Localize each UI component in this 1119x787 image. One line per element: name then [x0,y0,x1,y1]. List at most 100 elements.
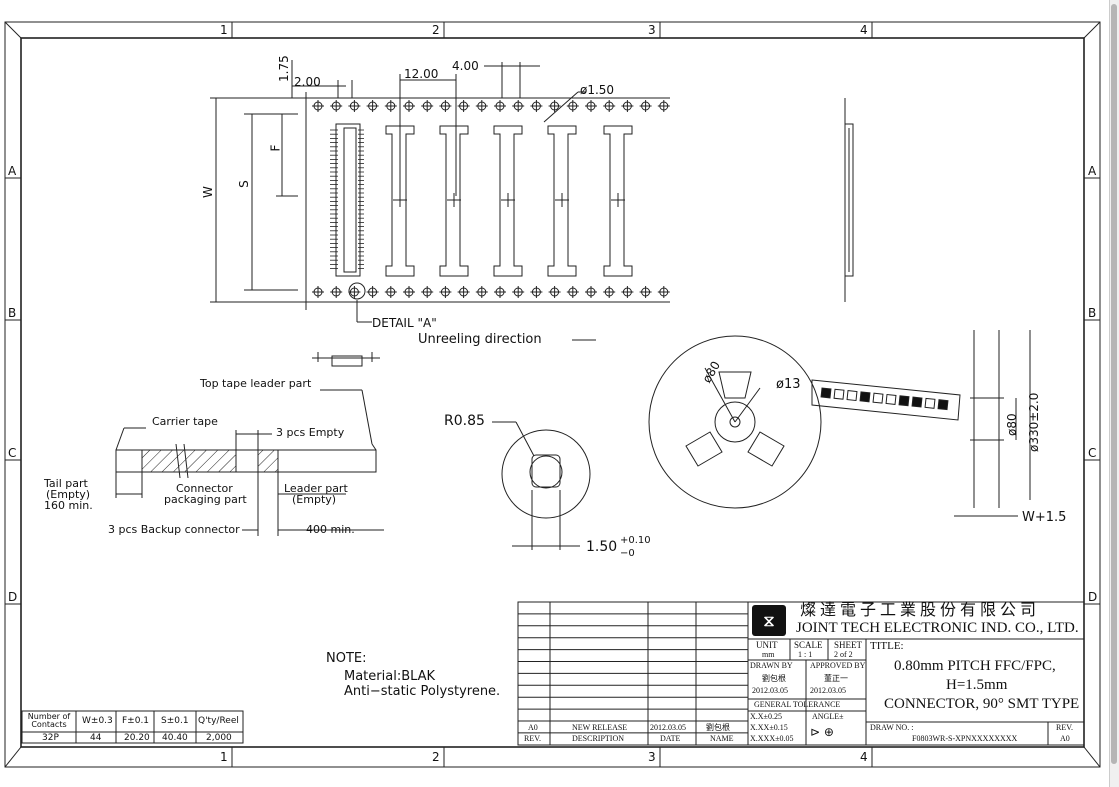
dim-4-00: 4.00 [452,59,479,73]
top-tape-leader-label: Top tape leader part [200,377,312,390]
reel-side-view [954,330,1031,517]
sprocket-holes-top [312,100,670,112]
dim-side-330: ø330±2.0 [1027,392,1041,452]
general-tolerance-label: GENERAL TOLERANCE [754,700,841,709]
connector-pins [330,129,364,270]
spec-cell-qty: 2,000 [206,733,232,743]
dim-f: F [268,144,283,152]
component-pockets [385,125,633,277]
spec-cell-f: 20.20 [124,733,150,743]
tolerance-1: X.X±0.25 [750,712,782,721]
tape-top-view [210,60,670,341]
carrier-tape-label: Carrier tape [152,415,218,428]
dim-s: S [236,180,251,188]
rev-row-rev: A0 [528,723,538,732]
zone-col-4-bottom: 4 [860,750,868,764]
company-name-en: JOINT TECH ELECTRONIC IND. CO., LTD. [796,620,1079,636]
drawn-by-label: DRAWN BY [750,661,793,670]
zone-row-d-right: D [1088,590,1098,604]
zone-col-2-top: 2 [432,23,440,37]
rev-row-desc: NEW RELEASE [572,723,628,732]
zone-col-1-top: 1 [220,23,228,37]
note-title: NOTE: [326,651,367,666]
unit-value: mm [762,650,775,659]
note-material: Material:BLAK [344,669,436,684]
connector-pack-label-2: packaging part [164,493,247,506]
zone-row-d-left: D [8,590,18,604]
empty-3-label: 3 pcs Empty [276,426,345,439]
drawn-by-name: 劉包根 [762,674,786,683]
dim-w-plus: W+1.5 [1022,510,1067,525]
unreeling-direction: Unreeling direction [418,332,542,347]
dim-side-80: ø80 [1005,413,1019,436]
rev-value: A0 [1060,734,1070,743]
zone-col-3-bottom: 3 [648,750,656,764]
rev-row-date: 2012.03.05 [650,723,686,732]
rev-head-name: NAME [710,734,734,743]
tail-min-label: 160 min. [44,499,93,512]
rev-head-rev: REV. [524,734,541,743]
tape-side-view [844,98,854,302]
scrollbar-thumb[interactable] [1111,4,1117,764]
dim-12-00: 12.00 [404,67,439,81]
spec-header-contacts: Number of Contacts [27,712,71,729]
zone-col-2-bottom: 2 [432,750,440,764]
angle-label: ANGLE± [812,712,844,721]
title-block-grid [517,601,1085,746]
tolerance-3: X.XXX±0.05 [750,734,794,743]
dim-slot-width: 1.50 [586,539,618,555]
vertical-scrollbar[interactable] [1109,0,1119,787]
spec-header-s: S±0.1 [161,716,189,726]
spec-header-w: W±0.3 [82,716,113,726]
connector-pack-label-1: Connector [176,482,233,495]
spec-header-f: F±0.1 [122,716,150,726]
spec-header-qty: Q'ty/Reel [198,716,239,726]
zone-row-c-left: C [8,446,17,460]
company-logo: ⧖ [752,605,786,636]
scale-value: 1 : 1 [798,650,813,659]
tail-empty-label: (Empty) [46,488,91,501]
dim-w: W [200,186,215,198]
approved-by-label: APPROVED BY [810,661,866,670]
note-polystyrene: Anti−static Polystyrene. [344,684,501,699]
rev-label: REV. [1056,723,1073,732]
zone-row-a-right: A [1088,164,1097,178]
approved-by-date: 2012.03.05 [810,686,846,695]
zone-col-3-top: 3 [648,23,656,37]
rev-head-desc: DESCRIPTION [572,734,625,743]
title-line-3: CONNECTOR, 90° SMT TYPE [884,696,1080,712]
dim-slot-tol-lower: −0 [620,548,635,559]
dim-2-00: 2.00 [294,75,321,89]
zone-row-c-right: C [1088,446,1097,460]
rev-head-date: DATE [660,734,681,743]
draw-no-value: F0803WR-S-XPNXXXXXXXX [912,734,1018,743]
tape-layout [115,389,384,536]
spec-cell-s: 40.40 [162,733,188,743]
zone-row-b-left: B [8,306,17,320]
leader-part-label: Leader part [284,482,348,495]
dim-r085: R0.85 [444,413,485,429]
title-line-2: H=1.5mm [946,677,1008,693]
spec-cell-contacts: 32P [42,733,59,743]
zone-col-1-bottom: 1 [220,750,228,764]
detail-a [492,421,591,550]
tolerance-2: X.XX±0.15 [750,723,788,732]
zone-row-a-left: A [8,164,17,178]
projection-symbol-icon: ⊳ ⊕ [810,725,834,739]
zone-row-b-right: B [1088,306,1097,320]
dim-slot-tol-upper: +0.10 [620,535,651,546]
draw-no-label: DRAW NO. : [870,723,914,732]
zone-col-4-top: 4 [860,23,868,37]
detail-a-callout: DETAIL "A" [372,316,437,330]
company-name-cn: 燦 達 電 子 工 業 股 份 有 限 公 司 [800,602,1037,619]
title-line-1: 0.80mm PITCH FFC/FPC, [894,658,1056,674]
sheet-label: SHEET [834,640,862,650]
tail-part-label: Tail part [44,477,88,490]
title-label: TITLE: [870,640,904,652]
leader-empty-label: (Empty) [292,493,337,506]
tape-on-reel [820,387,949,411]
reel-front-view [648,335,961,509]
backup-connector-label: 3 pcs Backup connector [108,523,240,536]
rev-row-name: 劉包根 [706,723,730,732]
